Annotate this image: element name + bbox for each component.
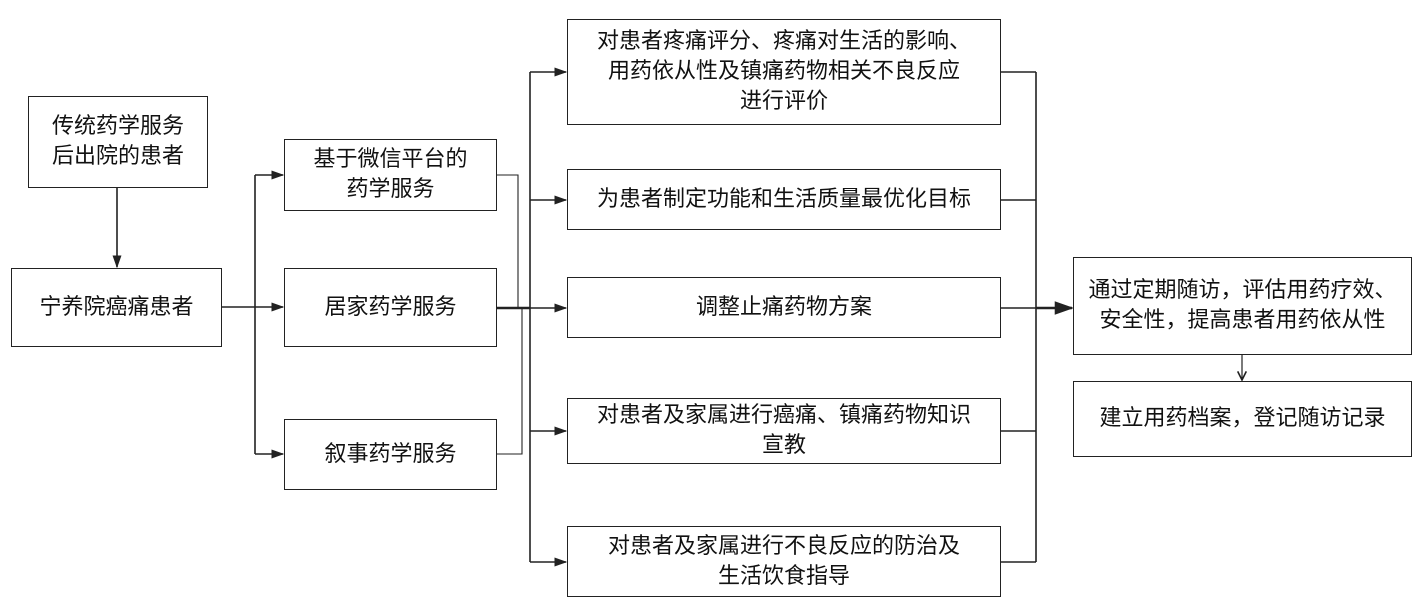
node-records: 建立用药档案，登记随访记录 (1073, 381, 1412, 457)
node-pain-assessment: 对患者疼痛评分、疼痛对生活的影响、 用药依从性及镇痛药物相关不良反应 进行评价 (567, 19, 1001, 125)
connector-narrative-merge (497, 307, 523, 455)
node-text-line: 药学服务 (346, 177, 435, 202)
node-text-line: 基于微信平台的 (313, 147, 468, 172)
node-adjust-regimen: 调整止痛药物方案 (567, 277, 1001, 338)
node-education: 对患者及家属进行癌痛、镇痛药物知识 宣教 (567, 398, 1001, 464)
node-adr-guidance: 对患者及家属进行不良反应的防治及 生活饮食指导 (567, 526, 1001, 597)
node-traditional-patients: 传统药学服务 后出院的患者 (28, 96, 208, 188)
connector-wechat-merge (497, 174, 519, 307)
node-text-line: 对患者及家属进行癌痛、镇痛药物知识 (596, 403, 971, 428)
node-text-line: 居家药学服务 (324, 294, 457, 320)
node-text-line: 建立用药档案，登记随访记录 (1099, 406, 1386, 431)
node-text-line: 安全性，提高患者用药依从性 (1099, 308, 1386, 333)
node-home-service: 居家药学服务 (284, 268, 497, 347)
node-text-line: 用药依从性及镇痛药物相关不良反应 (607, 59, 960, 84)
node-goal-setting: 为患者制定功能和生活质量最优化目标 (567, 169, 1001, 230)
node-text-line: 传统药学服务 (51, 114, 184, 139)
node-text-line: 为患者制定功能和生活质量最优化目标 (596, 186, 971, 212)
node-text-line: 宣教 (761, 433, 806, 458)
node-text-line: 宁养院癌痛患者 (39, 294, 194, 320)
node-text-line: 通过定期随访，评估用药疗效、 (1088, 278, 1397, 303)
node-text-line: 叙事药学服务 (324, 441, 457, 467)
node-text-line: 后出院的患者 (51, 144, 184, 169)
node-text-line: 进行评价 (739, 89, 828, 114)
node-follow-up: 通过定期随访，评估用药疗效、 安全性，提高患者用药依从性 (1073, 257, 1412, 355)
node-text-line: 对患者疼痛评分、疼痛对生活的影响、 (596, 29, 971, 54)
node-text-line: 调整止痛药物方案 (695, 294, 872, 320)
node-narrative-service: 叙事药学服务 (284, 419, 497, 490)
node-text-line: 生活饮食指导 (717, 563, 850, 589)
node-text-line: 对患者及家属进行不良反应的防治及 (607, 533, 960, 559)
node-wechat-service: 基于微信平台的 药学服务 (284, 139, 497, 211)
node-hospice-patients: 宁养院癌痛患者 (11, 268, 222, 347)
